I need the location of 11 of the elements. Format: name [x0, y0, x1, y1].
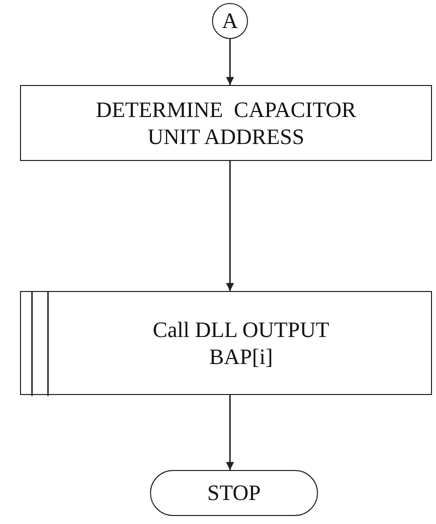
connector-label: A — [222, 7, 238, 35]
node-text: Call DLL OUTPUT BAP[i] — [152, 316, 330, 370]
process-box — [20, 85, 432, 161]
terminator — [150, 470, 318, 516]
connector-circle — [212, 3, 248, 39]
node-text: STOP — [207, 479, 261, 507]
node-text: DETERMINE CAPACITOR UNIT ADDRESS — [94, 96, 358, 150]
arrow — [226, 39, 234, 85]
arrow — [226, 395, 234, 470]
arrow — [226, 161, 234, 291]
predefined-process-box — [20, 291, 432, 395]
